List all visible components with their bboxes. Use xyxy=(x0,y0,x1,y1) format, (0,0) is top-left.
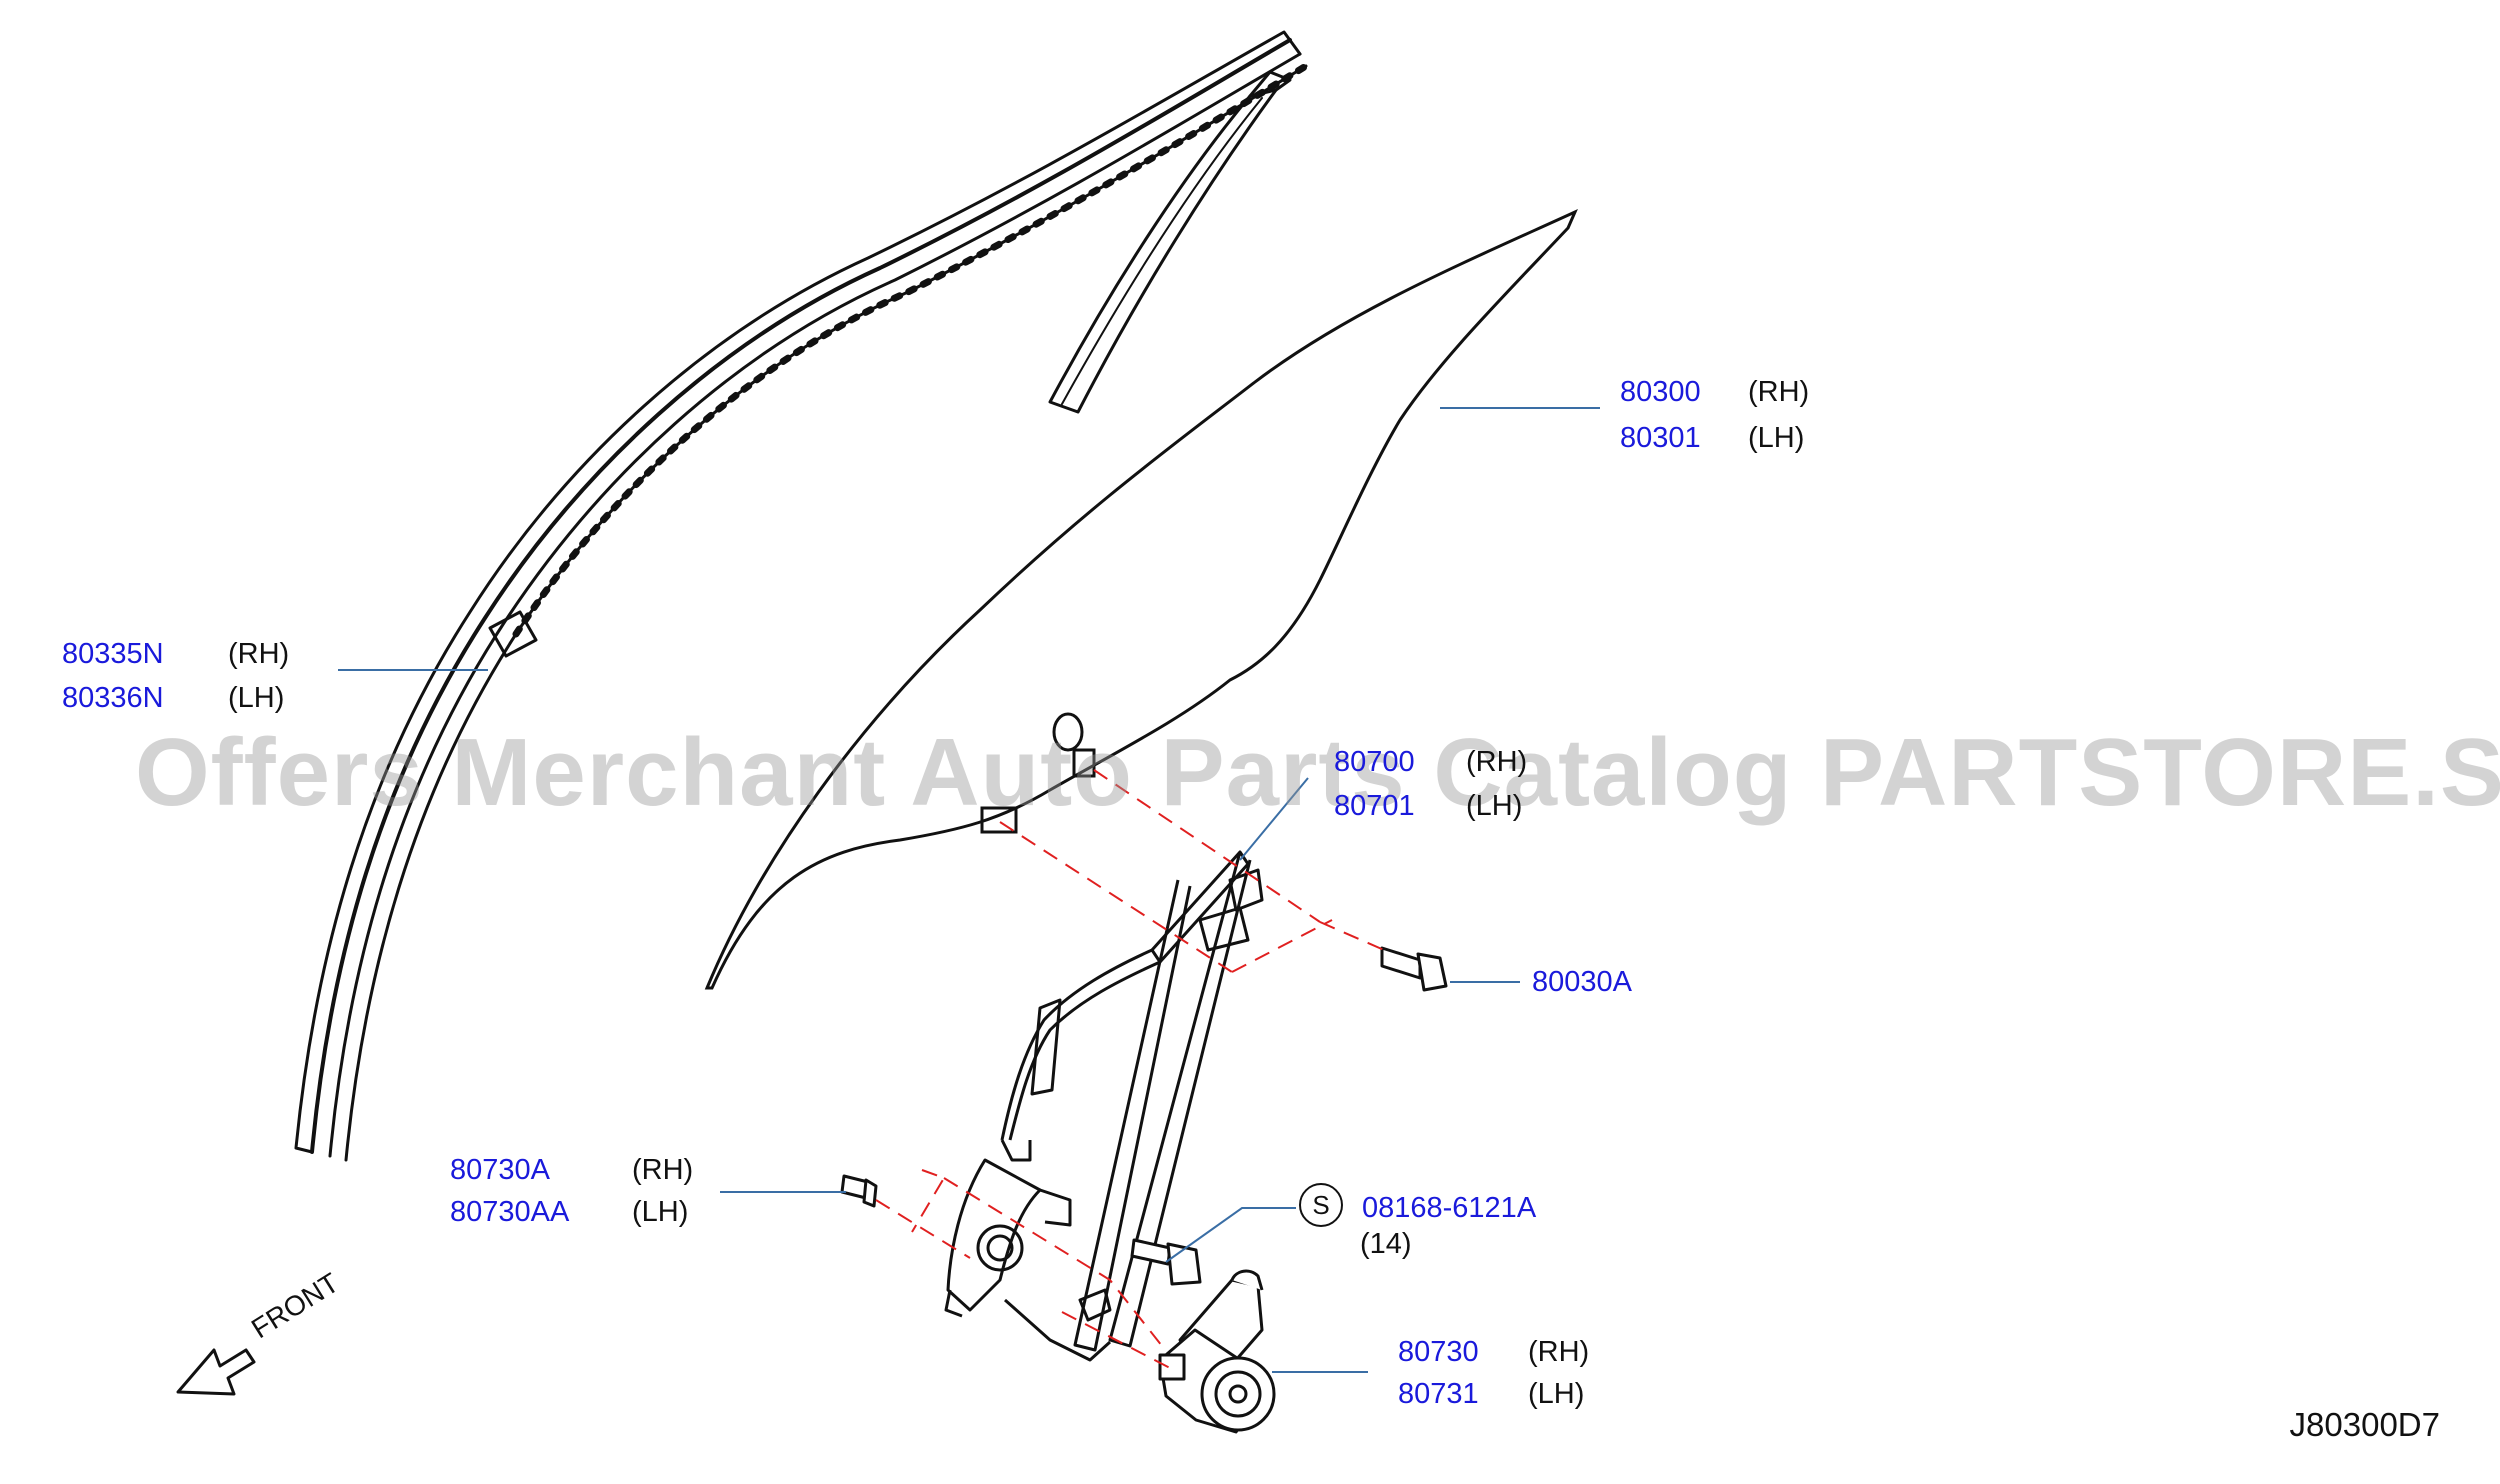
callout-80701-side: (LH) xyxy=(1466,790,1523,822)
callout-80731-side: (LH) xyxy=(1528,1378,1585,1410)
callout-80701[interactable]: 80701 xyxy=(1334,790,1415,822)
callout-80335N[interactable]: 80335N xyxy=(62,638,164,670)
leader-lines xyxy=(338,407,1600,1373)
callout-80300-side: (RH) xyxy=(1748,376,1810,408)
standard-part-symbol: S xyxy=(1299,1183,1343,1227)
callout-80730AA[interactable]: 80730AA xyxy=(450,1196,570,1228)
callout-80730-side: (RH) xyxy=(1528,1336,1590,1368)
callout-80335N-side: (RH) xyxy=(228,638,290,670)
callout-08168-6121A[interactable]: 08168-6121A xyxy=(1362,1192,1537,1224)
door-glass-drawing xyxy=(704,209,1578,990)
motor-drawing xyxy=(1158,1269,1276,1434)
callout-80301-side: (LH) xyxy=(1748,422,1805,454)
callout-80730A[interactable]: 80730A xyxy=(450,1154,550,1186)
callout-80336N-side: (LH) xyxy=(228,682,285,714)
callout-80730A-side: (RH) xyxy=(632,1154,694,1186)
reference-dash-lines xyxy=(875,769,1385,1369)
regulator-drawing xyxy=(944,850,1264,1362)
callout-80700[interactable]: 80700 xyxy=(1334,746,1415,778)
callout-80730AA-side: (LH) xyxy=(632,1196,689,1228)
watermark: Offers Merchant Auto Parts Catalog PARTS… xyxy=(135,719,2500,826)
callout-80301[interactable]: 80301 xyxy=(1620,422,1701,454)
callout-80336N[interactable]: 80336N xyxy=(62,682,164,714)
callout-80300[interactable]: 80300 xyxy=(1620,376,1701,408)
diagram-code: J80300D7 xyxy=(2289,1406,2440,1443)
callout-80731[interactable]: 80731 xyxy=(1398,1378,1479,1410)
callout-80700-side: (RH) xyxy=(1466,746,1528,778)
callout-08168-6121A-qty: (14) xyxy=(1360,1228,1412,1260)
door-sash-drawing xyxy=(294,30,1310,1162)
callout-80730[interactable]: 80730 xyxy=(1398,1336,1479,1368)
callout-80030A[interactable]: 80030A xyxy=(1532,966,1632,998)
front-arrow-icon xyxy=(176,1348,256,1396)
